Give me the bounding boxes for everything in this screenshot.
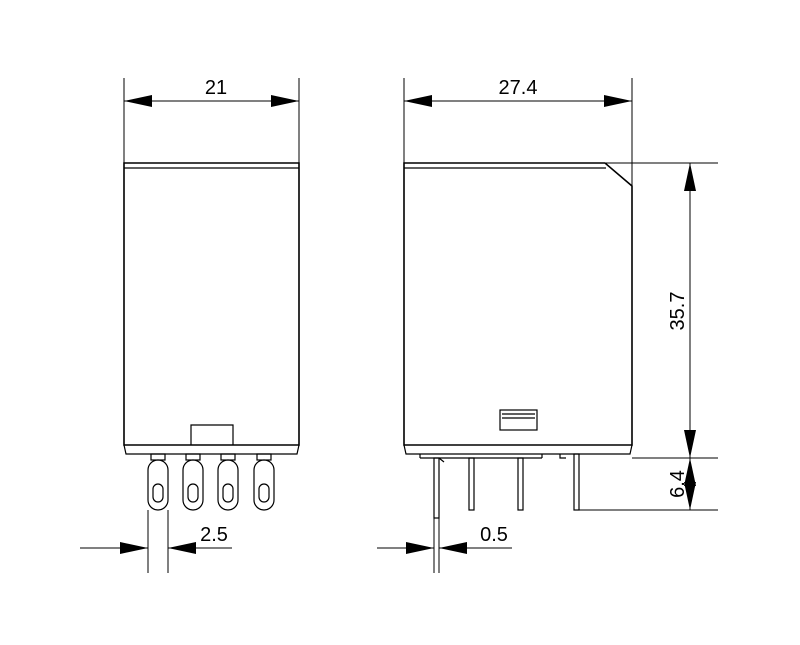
- pin-thickness-label: 0.5: [480, 524, 508, 546]
- arrowhead: [604, 95, 632, 107]
- arrowhead: [439, 542, 467, 554]
- pin: [147, 453, 169, 511]
- pin-length-label: 6.4: [667, 470, 689, 498]
- arrowhead: [271, 95, 299, 107]
- pin: [217, 453, 239, 511]
- pin-pitch-dimension: 2.5: [80, 510, 232, 573]
- height-dimension: 35.7: [606, 162, 718, 459]
- front-body-outline: [123, 162, 300, 446]
- front-view: 21 2.5: [80, 77, 300, 573]
- arrowhead: [120, 542, 148, 554]
- pin: [433, 457, 440, 519]
- arrowhead: [124, 95, 152, 107]
- front-notch: [190, 424, 234, 445]
- pin: [468, 457, 475, 511]
- arrowhead: [684, 430, 696, 458]
- front-base: [123, 444, 300, 455]
- arrowhead: [406, 542, 434, 554]
- arrowhead: [684, 163, 696, 191]
- pin-pitch-label: 2.5: [200, 524, 228, 546]
- arrowhead: [168, 542, 196, 554]
- pin: [182, 453, 204, 511]
- latch-window: [499, 409, 538, 431]
- arrowhead: [684, 458, 696, 486]
- height-label: 35.7: [667, 292, 689, 331]
- side-width-dimension: 27.4: [403, 77, 633, 186]
- pin: [573, 453, 580, 511]
- pin-thickness-dimension: 0.5: [377, 518, 512, 573]
- side-width-label: 27.4: [499, 77, 538, 99]
- pin: [253, 453, 275, 511]
- arrowhead: [684, 482, 696, 510]
- side-pins: [433, 453, 580, 519]
- pin-length-dimension: 6.4: [579, 458, 718, 511]
- front-width-label: 21: [205, 77, 227, 99]
- side-base: [403, 444, 633, 455]
- side-body-outline: [403, 162, 633, 446]
- front-pins: [147, 453, 275, 511]
- arrowhead: [404, 95, 432, 107]
- front-width-dimension: 21: [123, 77, 300, 163]
- side-view: 27.4 35.7 6.4 0.5: [377, 77, 718, 573]
- pin: [517, 457, 524, 511]
